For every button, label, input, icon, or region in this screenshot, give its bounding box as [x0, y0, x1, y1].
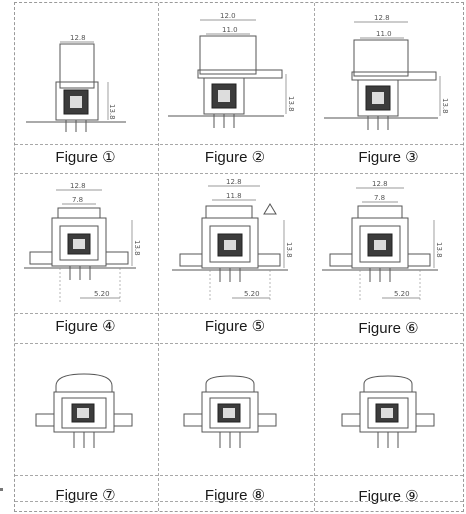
- figure-1-top-dimension: 12.8: [70, 34, 86, 42]
- figure-4-top-dimension: 12.8: [70, 182, 86, 190]
- grid-divider: [15, 173, 463, 174]
- figure-4-caption: Figure ④: [55, 318, 116, 335]
- figure-9-caption: Figure ⑨: [358, 488, 419, 505]
- figure-4-inner-dimension: 7.8: [72, 196, 83, 204]
- figure-2-drawing: 12.0 11.0 13.8: [168, 12, 295, 128]
- figure-4-drawing: 12.8 7.8 13.8 5.20: [24, 182, 141, 302]
- grid-divider: [15, 501, 463, 502]
- figure-2-inner-dimension: 11.0: [222, 26, 238, 34]
- figure-3-caption: Figure ③: [358, 149, 419, 166]
- figure-1-caption: Figure ①: [55, 149, 116, 166]
- grid-divider: [15, 475, 463, 476]
- figure-1-side-dimension: 13.8: [108, 104, 116, 120]
- figure-5-top-dimension: 12.8: [226, 178, 242, 186]
- warning-icon: [263, 203, 277, 215]
- figure-2-caption: Figure ②: [204, 149, 266, 166]
- figure-6-side-dimension: 13.8: [435, 242, 443, 258]
- figure-9-drawing: [341, 375, 435, 448]
- figure-5-bottom-dimension: 5.20: [244, 290, 260, 298]
- figure-3-side-dimension: 13.8: [441, 98, 449, 114]
- figure-4-side-dimension: 13.8: [133, 240, 141, 256]
- figure-7-drawing: [35, 373, 133, 448]
- figure-6-inner-dimension: 7.8: [374, 194, 385, 202]
- grid-divider: [15, 343, 463, 344]
- figure-5-drawing: 12.8 11.8 13.8 5.20: [172, 178, 293, 302]
- figure-5-inner-dimension: 11.8: [226, 192, 242, 200]
- figure-5-side-dimension: 13.8: [285, 242, 293, 258]
- grid-divider: [158, 3, 159, 511]
- figure-grid: [14, 2, 464, 512]
- figure-8-drawing: [183, 375, 277, 448]
- figure-6-drawing: 12.8 7.8 13.8 5.20: [322, 180, 443, 302]
- grid-divider: [15, 313, 463, 314]
- figure-5-caption: Figure ⑤: [204, 318, 266, 335]
- figure-6-bottom-dimension: 5.20: [394, 290, 410, 298]
- figure-7-caption: Figure ⑦: [55, 487, 116, 504]
- margin-dot: [0, 488, 3, 491]
- figure-3-top-dimension: 12.8: [374, 14, 390, 22]
- grid-divider: [15, 144, 463, 145]
- figure-3-inner-dimension: 11.0: [376, 30, 392, 38]
- figure-2-top-dimension: 12.0: [220, 12, 236, 20]
- figure-6-top-dimension: 12.8: [372, 180, 388, 188]
- grid-divider: [314, 3, 315, 511]
- figure-4-bottom-dimension: 5.20: [94, 290, 110, 298]
- figure-8-caption: Figure ⑧: [204, 487, 266, 504]
- figure-6-caption: Figure ⑥: [358, 320, 419, 337]
- figure-2-side-dimension: 13.8: [287, 96, 295, 112]
- figure-1-drawing: 12.8 13.8: [26, 34, 126, 132]
- figure-3-drawing: 12.8 11.0 13.8: [324, 14, 449, 130]
